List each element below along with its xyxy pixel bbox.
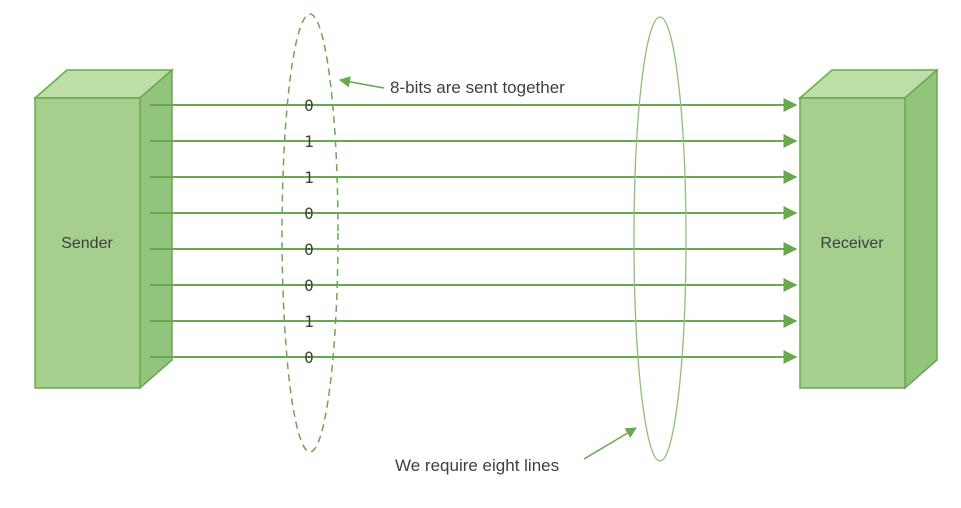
sender-box-side-face [139,68,173,390]
sender-box-front-face [34,97,141,389]
annotation-bottom: We require eight lines [395,427,637,475]
receiver-box: Receiver [798,68,939,390]
annotation-top-text: 8-bits are sent together [390,78,565,97]
bit-label: 0 [304,240,314,259]
sender-box: Sender [33,68,174,390]
receiver-box-front-face [799,97,906,389]
sender-label: Sender [61,235,113,252]
bit-label: 0 [304,204,314,223]
bit-label: 1 [304,312,314,331]
annotation-top: 8-bits are sent together [338,76,565,97]
transmission-lines [150,98,798,364]
lines-group-ellipse [633,16,687,462]
annotation-bottom-arrow [583,427,637,460]
bit-labels: 0 1 1 0 0 0 1 0 [304,96,314,367]
annotation-bottom-text: We require eight lines [395,456,559,475]
bit-label: 0 [304,96,314,115]
bit-label: 0 [304,276,314,295]
bit-label: 1 [304,132,314,151]
annotation-top-arrow [338,76,385,89]
bit-label: 0 [304,348,314,367]
bit-label: 1 [304,168,314,187]
bits-group-ellipse [281,13,339,453]
receiver-label: Receiver [820,235,884,252]
receiver-box-side-face [904,68,938,390]
